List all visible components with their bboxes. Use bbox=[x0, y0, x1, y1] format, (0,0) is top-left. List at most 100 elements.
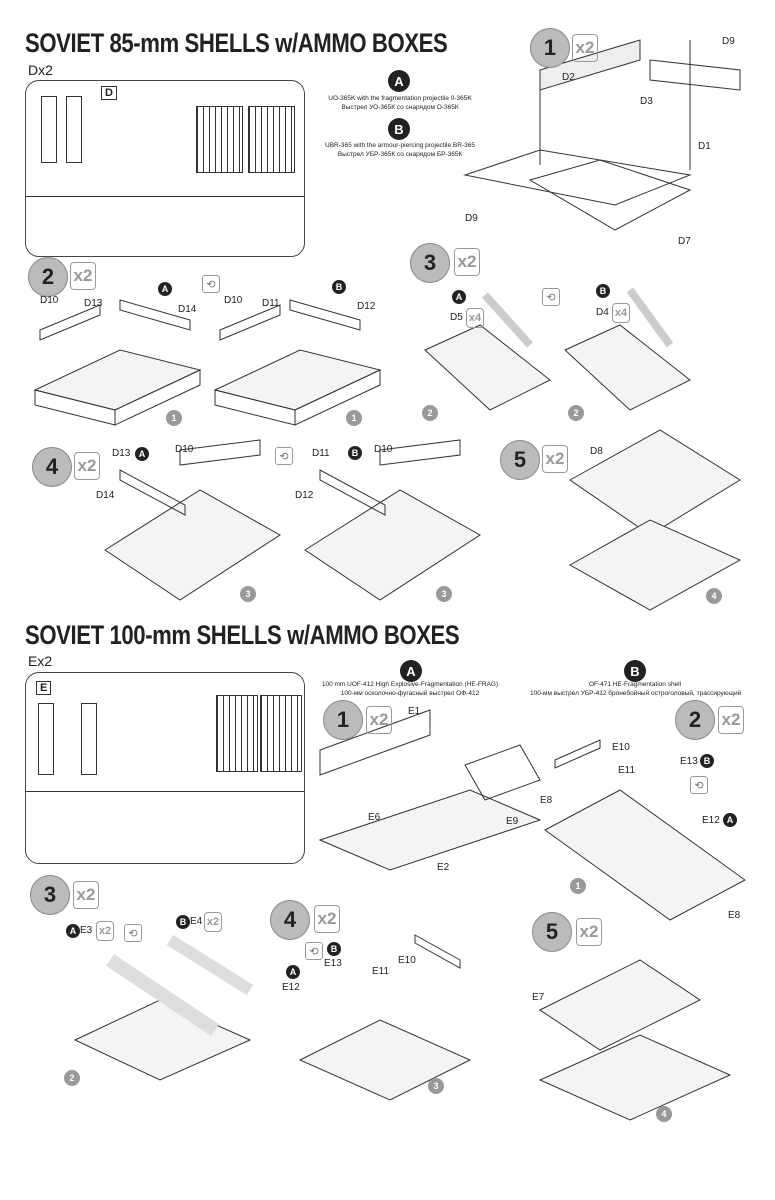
part-d1 bbox=[41, 96, 57, 163]
variant-b-badge: B bbox=[700, 754, 714, 768]
part-label: E4 bbox=[190, 916, 203, 927]
box-d-step4b bbox=[304, 439, 481, 601]
ref-step-4: 4 bbox=[656, 1106, 672, 1122]
sprue-letter: D bbox=[101, 86, 117, 100]
part-label: D14 bbox=[178, 304, 197, 315]
ref-step-4: 4 bbox=[706, 588, 722, 604]
variant-a-description: UO-365K with the fragmentation projectil… bbox=[328, 95, 472, 111]
step-5-number: 5 bbox=[500, 440, 540, 480]
box-d-step1 bbox=[463, 39, 741, 231]
part-label: E8 bbox=[728, 910, 741, 921]
sprue-runner bbox=[26, 196, 304, 197]
part-label: D11 bbox=[262, 298, 280, 309]
step-3-number: 3 bbox=[410, 243, 450, 283]
part-qty: x4 bbox=[612, 303, 630, 323]
part-label: E10 bbox=[612, 742, 630, 753]
ref-step-3: 3 bbox=[436, 586, 452, 602]
section1-sprue-count: Dx2 bbox=[28, 62, 53, 78]
part-label: D9 bbox=[722, 36, 735, 47]
repeat-symbol-icon: ⟲ bbox=[690, 776, 708, 794]
box-d-step2b bbox=[213, 299, 382, 426]
part-label: E10 bbox=[398, 955, 416, 966]
step-5-number: 5 bbox=[532, 912, 572, 952]
variant-b-badge: B bbox=[327, 942, 341, 956]
part-label: D7 bbox=[678, 236, 691, 247]
part-label: E3 bbox=[80, 925, 93, 936]
step-1-multiplier: x2 bbox=[366, 706, 392, 734]
part-label: D10 bbox=[175, 444, 194, 455]
repeat-symbol-icon: ⟲ bbox=[275, 447, 293, 465]
part-label: D10 bbox=[224, 295, 243, 306]
part-label: E7 bbox=[532, 992, 545, 1003]
step-2-multiplier: x2 bbox=[70, 262, 96, 290]
box-d-step3a bbox=[424, 292, 551, 411]
sprue-e: E bbox=[25, 672, 305, 864]
part-label: E9 bbox=[506, 816, 519, 827]
variant-b-badge: B bbox=[596, 284, 610, 298]
variant-b-badge: B bbox=[332, 280, 346, 294]
box-e-step1 bbox=[318, 709, 542, 871]
variant-b-badge: B bbox=[348, 446, 362, 460]
part-label: E8 bbox=[540, 795, 553, 806]
part-label: E11 bbox=[372, 966, 390, 977]
part-qty: x4 bbox=[466, 308, 484, 328]
box-e-step5 bbox=[538, 959, 732, 1121]
step-2-number: 2 bbox=[28, 257, 68, 297]
section1-title: SOVIET 85-mm SHELLS w/AMMO BOXES bbox=[25, 28, 448, 58]
variant-a-description: 100 mm UOF-412 High Explosive-Fragmentat… bbox=[321, 681, 499, 697]
variant-a-badge: A bbox=[400, 660, 422, 682]
variant-a-badge: A bbox=[66, 924, 80, 938]
sprue-letter: E bbox=[36, 681, 52, 695]
part-d8 bbox=[248, 106, 295, 173]
box-d-step5 bbox=[568, 429, 742, 611]
part-label: D3 bbox=[640, 96, 653, 107]
part-label: E13 bbox=[680, 756, 698, 767]
variant-b-description: UBR-365 with the armour-piercing project… bbox=[325, 142, 475, 158]
part-label: E13 bbox=[324, 958, 342, 969]
variant-a-badge: A bbox=[388, 70, 410, 92]
part-label: E12 bbox=[282, 982, 300, 993]
box-d-step2a bbox=[33, 299, 202, 426]
box-e-step4 bbox=[298, 934, 472, 1101]
repeat-symbol-icon: ⟲ bbox=[124, 924, 142, 942]
part-label: D1 bbox=[698, 141, 711, 152]
ref-step-1: 1 bbox=[346, 410, 362, 426]
part-e1 bbox=[38, 703, 54, 775]
repeat-symbol-icon: ⟲ bbox=[542, 288, 560, 306]
part-label: D4 bbox=[596, 307, 609, 318]
ref-step-2: 2 bbox=[64, 1070, 80, 1086]
part-qty: x2 bbox=[204, 912, 222, 932]
step-5-multiplier: x2 bbox=[542, 445, 568, 473]
part-label: D13 bbox=[84, 298, 103, 309]
variant-a-badge: A bbox=[135, 447, 149, 461]
step-5-multiplier: x2 bbox=[576, 918, 602, 946]
part-d7 bbox=[196, 106, 243, 173]
box-d-step4a bbox=[104, 439, 281, 601]
variant-a-badge: A bbox=[158, 282, 172, 296]
part-label: D10 bbox=[374, 444, 393, 455]
box-d-step3b bbox=[564, 287, 691, 411]
variant-b-badge: B bbox=[176, 915, 190, 929]
part-qty: x2 bbox=[96, 921, 114, 941]
ref-step-1: 1 bbox=[166, 410, 182, 426]
ref-step-2: 2 bbox=[568, 405, 584, 421]
ref-step-2: 2 bbox=[422, 405, 438, 421]
part-e2 bbox=[81, 703, 97, 775]
part-label: E11 bbox=[618, 765, 636, 776]
part-label: E1 bbox=[408, 706, 421, 717]
variant-b-badge: B bbox=[388, 118, 410, 140]
repeat-symbol-icon: ⟲ bbox=[305, 942, 323, 960]
ref-step-3: 3 bbox=[428, 1078, 444, 1094]
part-e7 bbox=[260, 695, 302, 772]
variant-a-badge: A bbox=[452, 290, 466, 304]
part-label: D14 bbox=[96, 490, 115, 501]
step-1-multiplier: x2 bbox=[572, 34, 598, 62]
variant-a-badge: A bbox=[723, 813, 737, 827]
part-label: D12 bbox=[295, 490, 314, 501]
sprue-runner bbox=[26, 791, 304, 792]
step-2-number: 2 bbox=[675, 700, 715, 740]
section2-title: SOVIET 100-mm SHELLS w/AMMO BOXES bbox=[25, 620, 460, 650]
